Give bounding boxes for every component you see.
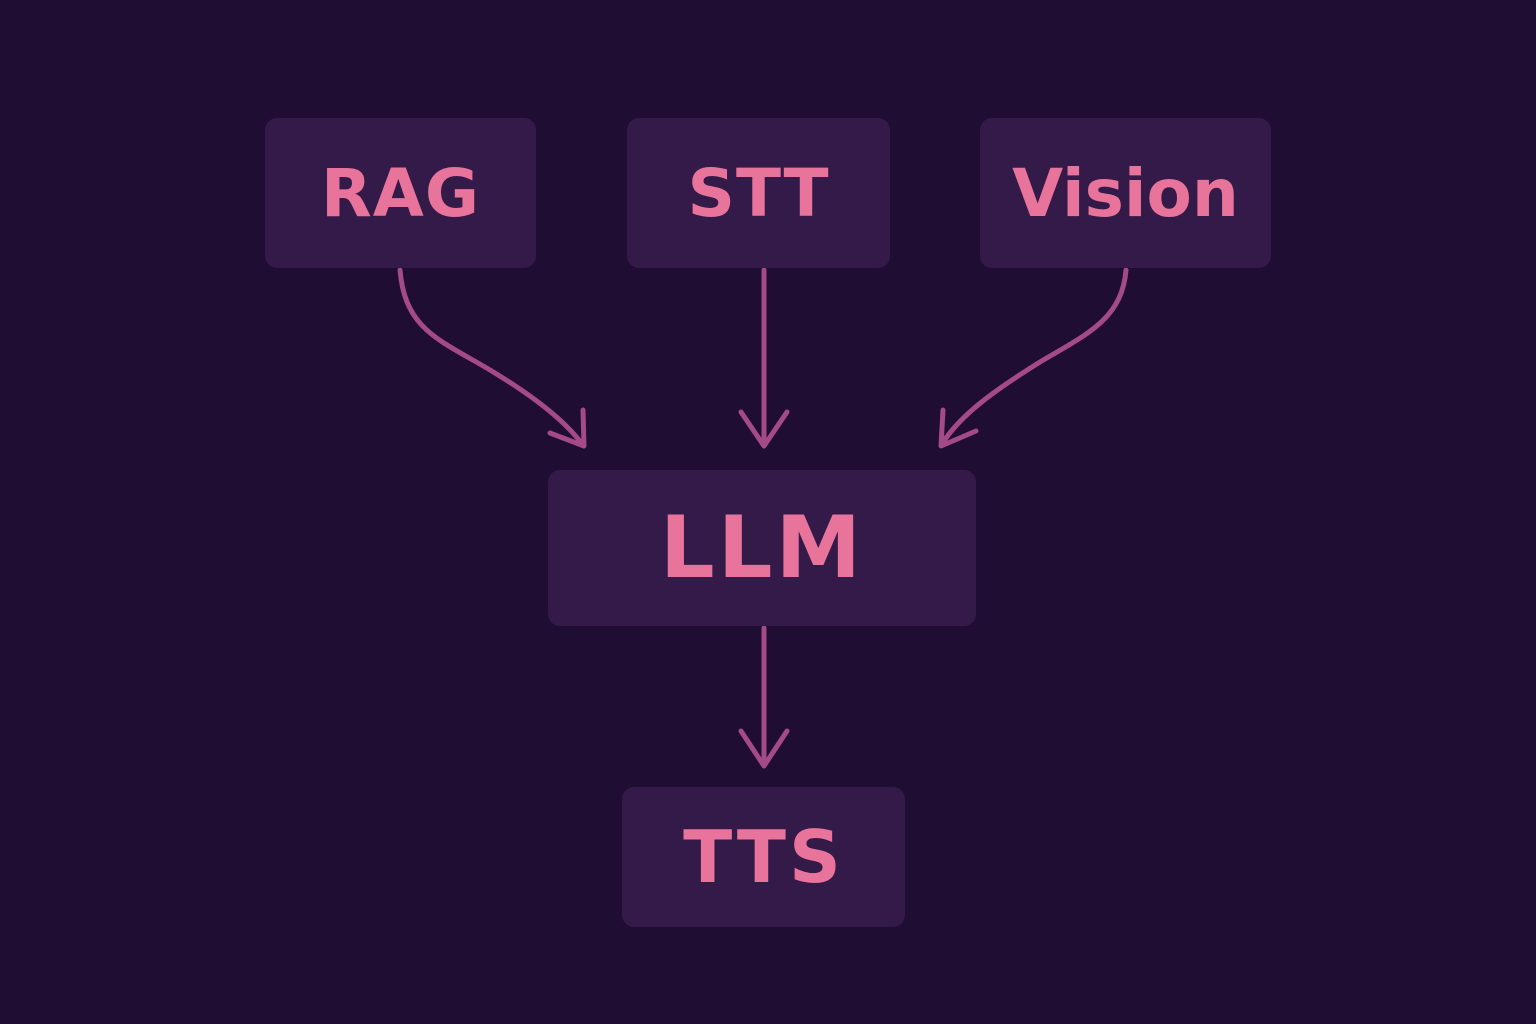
edge-rag-to-llm-line bbox=[397, 267, 585, 447]
edge-rag-to-llm bbox=[397, 267, 587, 449]
edge-vision-to-llm-line bbox=[939, 267, 1129, 447]
edge-vision-to-llm bbox=[938, 267, 1129, 449]
edge-stt-to-llm bbox=[738, 267, 790, 449]
node-tts-label: TTS bbox=[683, 815, 844, 899]
edge-vision-to-llm-arrowhead bbox=[938, 407, 979, 449]
node-vision: Vision bbox=[980, 118, 1271, 268]
node-vision-label: Vision bbox=[1012, 154, 1239, 232]
edge-llm-to-tts-arrowhead bbox=[738, 728, 790, 769]
node-llm: LLM bbox=[548, 470, 976, 626]
edge-rag-to-llm-arrowhead bbox=[547, 407, 587, 449]
node-stt-label: STT bbox=[687, 154, 830, 232]
node-rag-label: RAG bbox=[320, 154, 481, 232]
node-rag: RAG bbox=[265, 118, 536, 268]
node-tts: TTS bbox=[622, 787, 905, 927]
node-llm-label: LLM bbox=[659, 498, 865, 598]
node-stt: STT bbox=[627, 118, 890, 268]
edge-llm-to-tts bbox=[738, 625, 790, 769]
edge-stt-to-llm-arrowhead bbox=[738, 409, 790, 449]
